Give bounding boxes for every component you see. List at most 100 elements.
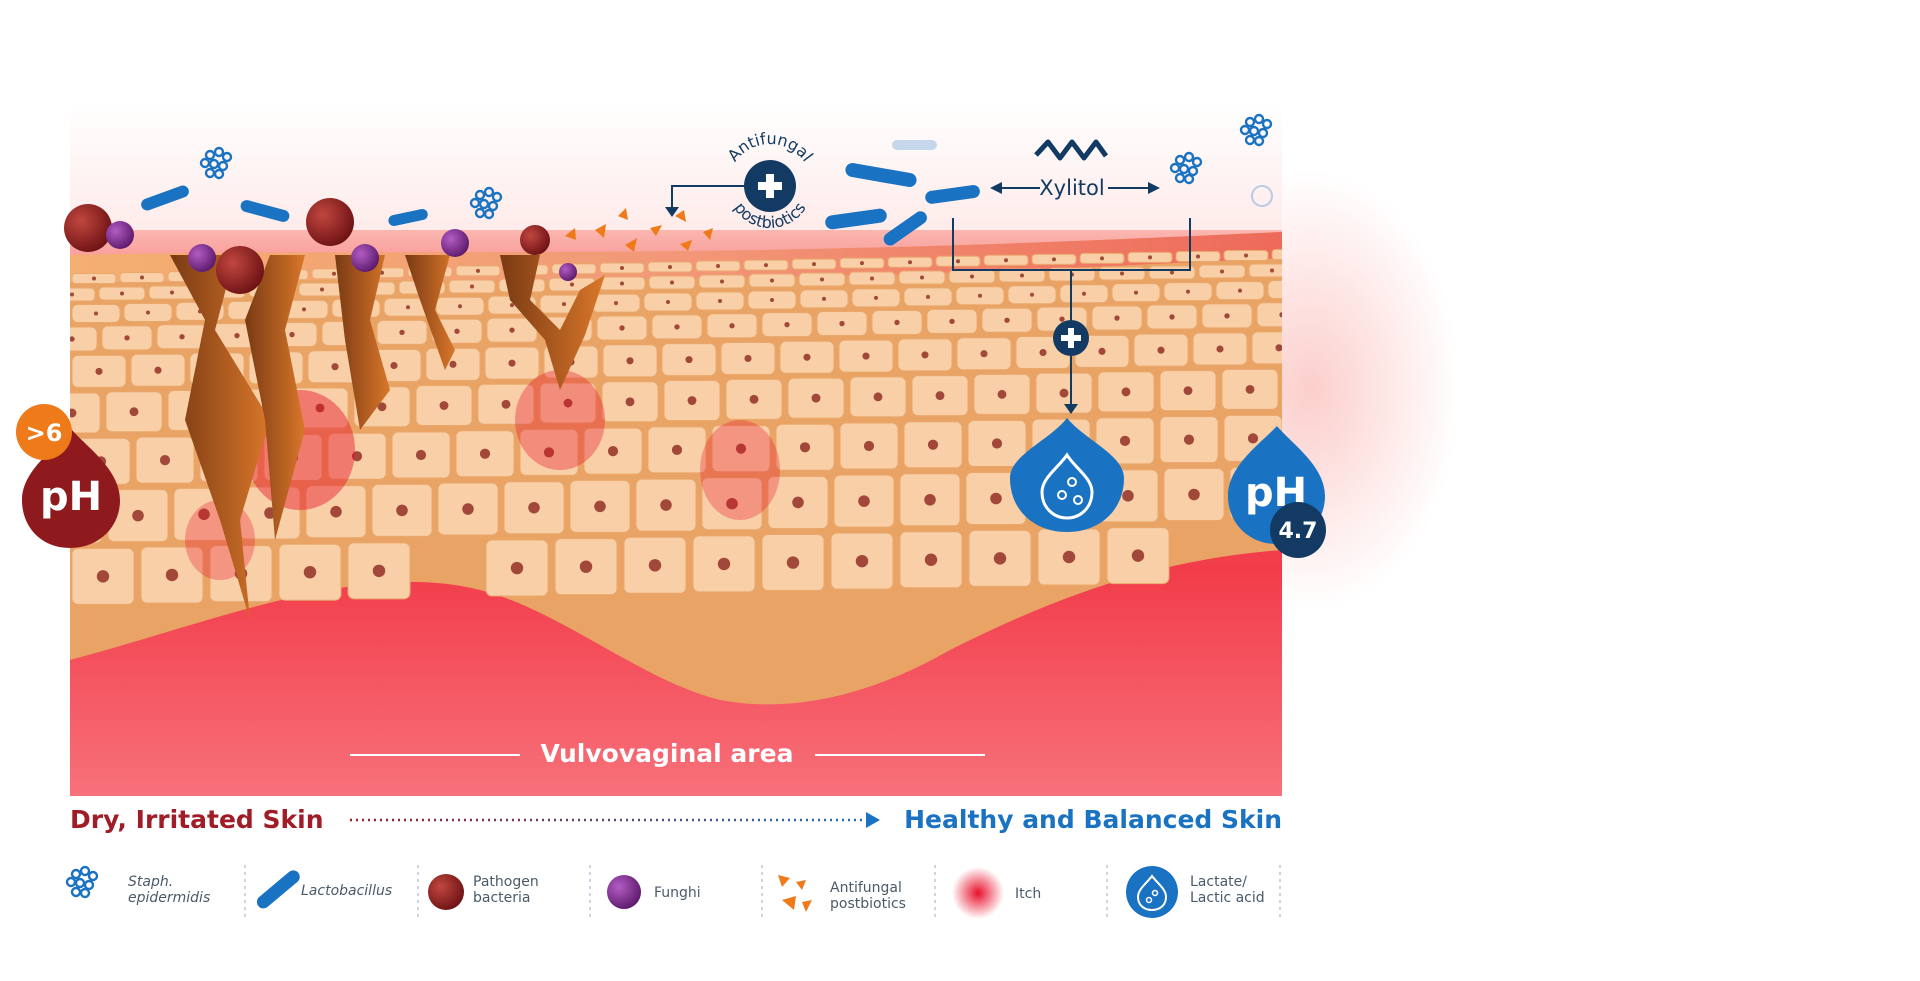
cell-nucleus: [509, 327, 515, 333]
cell-nucleus: [1238, 288, 1242, 293]
cell-nucleus: [717, 557, 731, 571]
cell-nucleus: [873, 392, 883, 402]
legend-label: bacteria: [473, 890, 531, 906]
skin-cell: [1248, 263, 1282, 278]
arrow-down-icon: [665, 207, 679, 217]
arrow-right-icon: [866, 812, 880, 828]
cell-nucleus: [1030, 292, 1034, 297]
legend-item-lactobacillus: Lactobacillus: [256, 870, 392, 909]
pathogen-bacteria-icon: [306, 198, 354, 246]
cell-nucleus: [415, 449, 427, 461]
legend-item-itch: Itch: [952, 867, 1041, 919]
cell-nucleus: [799, 442, 811, 453]
cell-nucleus: [648, 559, 662, 572]
legend-label: Lactic acid: [1190, 890, 1265, 906]
cell-nucleus: [510, 303, 514, 308]
cell-nucleus: [1224, 313, 1230, 319]
pathogen-bacteria-icon: [64, 204, 112, 252]
cell-nucleus: [921, 351, 929, 359]
lactobacillus-icon: [256, 870, 300, 909]
lactobacillus-icon: [388, 208, 428, 227]
funghi-icon: [559, 263, 577, 281]
cell-nucleus: [132, 509, 144, 522]
cell-nucleus: [1020, 273, 1024, 278]
legend-item-staph: Staph. epidermidis: [65, 865, 210, 906]
cell-nucleus: [543, 447, 555, 458]
cell-nucleus: [1059, 388, 1069, 398]
cell-nucleus: [855, 554, 869, 568]
cell-nucleus: [70, 292, 74, 297]
cell-nucleus: [993, 552, 1007, 565]
lactobacillus-icon: [141, 185, 189, 211]
skin-cross-section: [70, 100, 1282, 796]
cell-nucleus: [92, 276, 96, 281]
cell-nucleus: [1247, 433, 1259, 444]
cell-nucleus: [179, 334, 185, 340]
cell-nucleus: [926, 294, 930, 299]
cell-nucleus: [94, 311, 98, 316]
itch-icon: [952, 867, 1004, 919]
cell-nucleus: [458, 304, 462, 309]
cell-nucleus: [1188, 488, 1200, 501]
surface-microbes: [64, 146, 713, 294]
cell-nucleus: [462, 503, 474, 515]
antifungal-postbiotics-particles: [565, 208, 713, 252]
lactobacillus-icon: [825, 208, 887, 230]
cell-nucleus: [770, 297, 774, 302]
cell-nucleus: [991, 438, 1003, 449]
cell-nucleus: [1052, 257, 1056, 262]
ph-right-badge: [1270, 502, 1326, 558]
antifungal-postbiotics-icon: [778, 875, 812, 912]
funghi-icon: [441, 229, 469, 257]
cell-nucleus: [1004, 258, 1008, 263]
cell-nucleus: [997, 389, 1007, 399]
pathogen-bacteria-icon: [520, 225, 550, 255]
right-lactobacilli: [825, 113, 1273, 246]
legend-label: postbiotics: [830, 896, 906, 912]
arrow-right-icon: [1148, 182, 1160, 194]
cell-nucleus: [510, 561, 524, 575]
cell-nucleus: [735, 443, 747, 454]
cell-nucleus: [501, 399, 511, 409]
cell-nucleus: [120, 291, 124, 296]
cell-nucleus: [570, 282, 574, 287]
legend-item-lactate: Lactate/ Lactic acid: [1126, 866, 1265, 918]
cell-nucleus: [302, 307, 306, 312]
cell-nucleus: [716, 264, 720, 269]
cell-nucleus: [927, 439, 939, 450]
cell-nucleus: [1004, 317, 1010, 323]
cell-nucleus: [95, 367, 103, 375]
cell-nucleus: [406, 305, 410, 310]
cell-nucleus: [720, 279, 724, 284]
cell-nucleus: [1114, 315, 1120, 321]
cell-nucleus: [1039, 348, 1047, 357]
cell-nucleus: [784, 321, 790, 328]
cell-nucleus: [146, 310, 150, 315]
cell-nucleus: [860, 261, 864, 266]
legend-label: Staph.: [128, 874, 173, 890]
lactobacillus-icon: [240, 200, 290, 222]
cell-nucleus: [399, 329, 405, 336]
cell-nucleus: [159, 454, 171, 466]
cell-nucleus: [668, 265, 672, 269]
ph-left-indicator: pH >6: [16, 404, 120, 548]
cell-nucleus: [70, 336, 75, 342]
cell-nucleus: [303, 565, 317, 579]
legend-item-pathogen: Pathogen bacteria: [428, 874, 539, 910]
cell-nucleus: [1244, 253, 1248, 258]
cell-nucleus: [377, 402, 387, 412]
skin-cracks: [170, 255, 605, 620]
cell-nucleus: [956, 259, 960, 264]
cell-nucleus: [562, 302, 566, 307]
cell-nucleus: [978, 293, 982, 298]
lactobacillus-icon: [925, 185, 980, 204]
legend: Staph. epidermidis Lactobacillus Pathoge…: [65, 865, 1281, 919]
cell-nucleus: [320, 287, 324, 292]
cell-nucleus: [820, 277, 824, 282]
cell-nucleus: [439, 401, 449, 410]
scale-to-label: Healthy and Balanced Skin: [904, 805, 1282, 834]
pathogen-bacteria-icon: [428, 874, 464, 910]
cell-nucleus: [528, 501, 540, 514]
cell-nucleus: [315, 403, 325, 413]
